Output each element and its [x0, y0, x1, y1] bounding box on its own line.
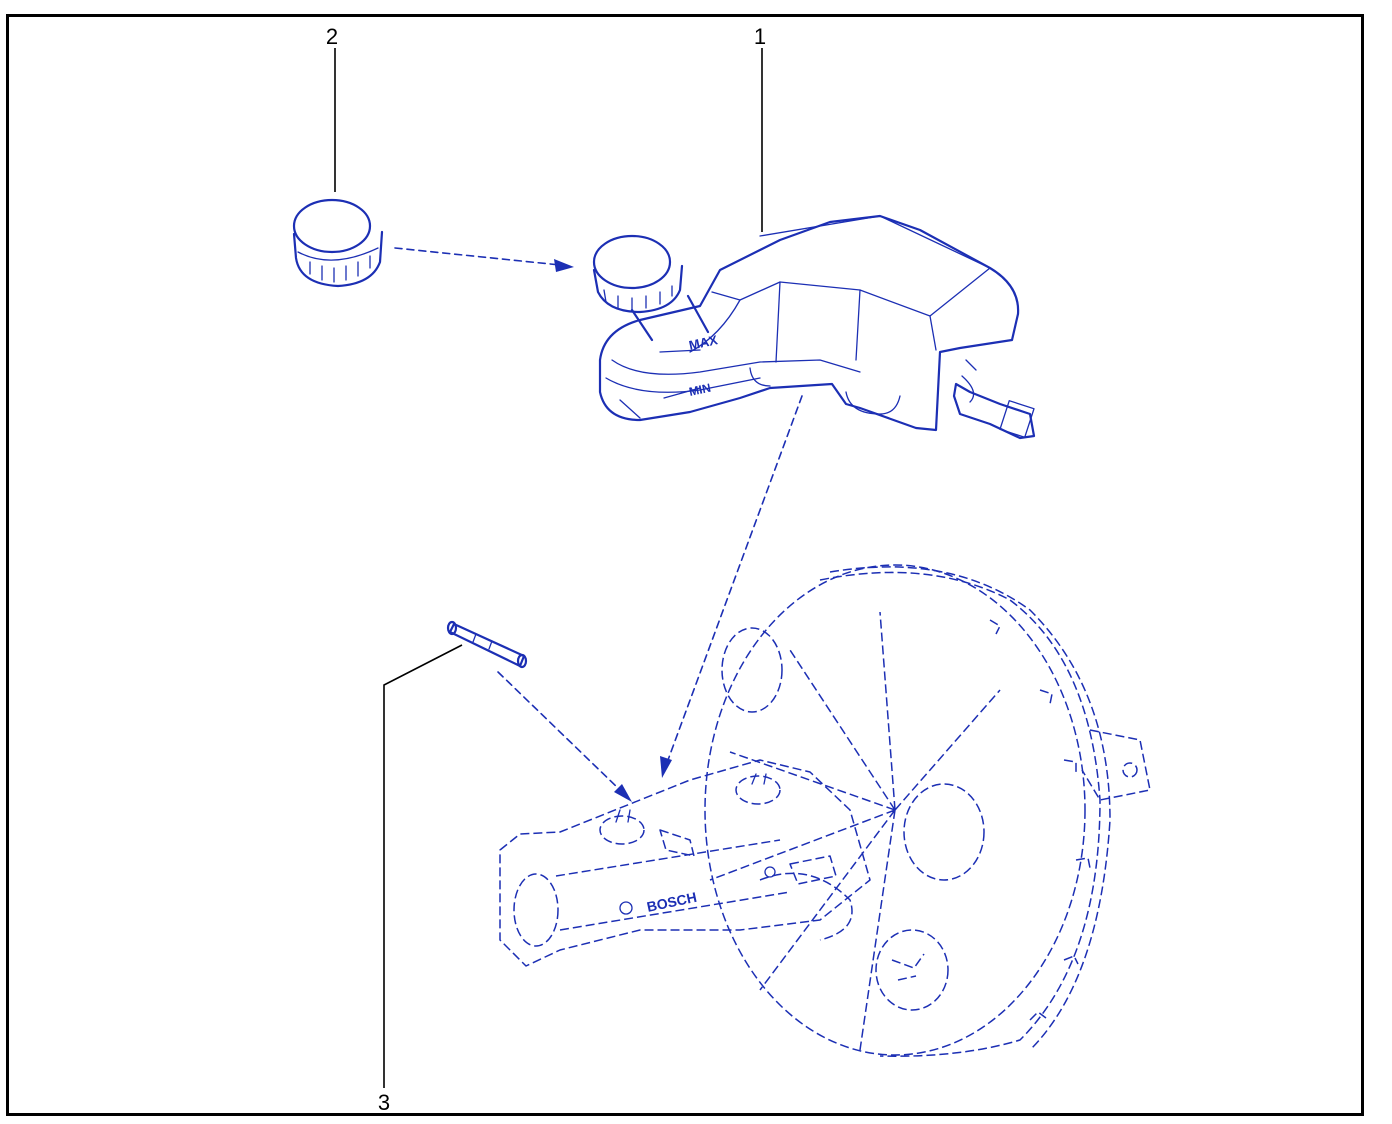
pin-assembly-arrow	[497, 671, 632, 802]
callout-2: 2	[326, 24, 338, 192]
master-cylinder: BOSCH	[499, 759, 871, 967]
max-level-mark: MAX	[688, 332, 720, 353]
brake-fluid-reservoir: MAX MIN	[592, 214, 1036, 440]
min-level-mark: MIN	[688, 381, 712, 399]
leader-line-3	[383, 644, 463, 1088]
callout-number-1: 1	[754, 24, 766, 49]
reservoir-cap	[292, 198, 384, 288]
callout-number-3: 3	[378, 1090, 390, 1115]
retaining-pin	[446, 620, 528, 669]
callout-number-2: 2	[326, 24, 338, 49]
callout-3: 3	[378, 644, 463, 1115]
master-cylinder-marking: BOSCH	[645, 889, 698, 915]
brake-booster	[704, 564, 1151, 1057]
callout-1: 1	[754, 24, 766, 232]
cap-assembly-arrow	[394, 247, 574, 272]
diagram-frame	[6, 14, 1364, 1116]
reservoir-assembly-arrow	[660, 395, 803, 778]
